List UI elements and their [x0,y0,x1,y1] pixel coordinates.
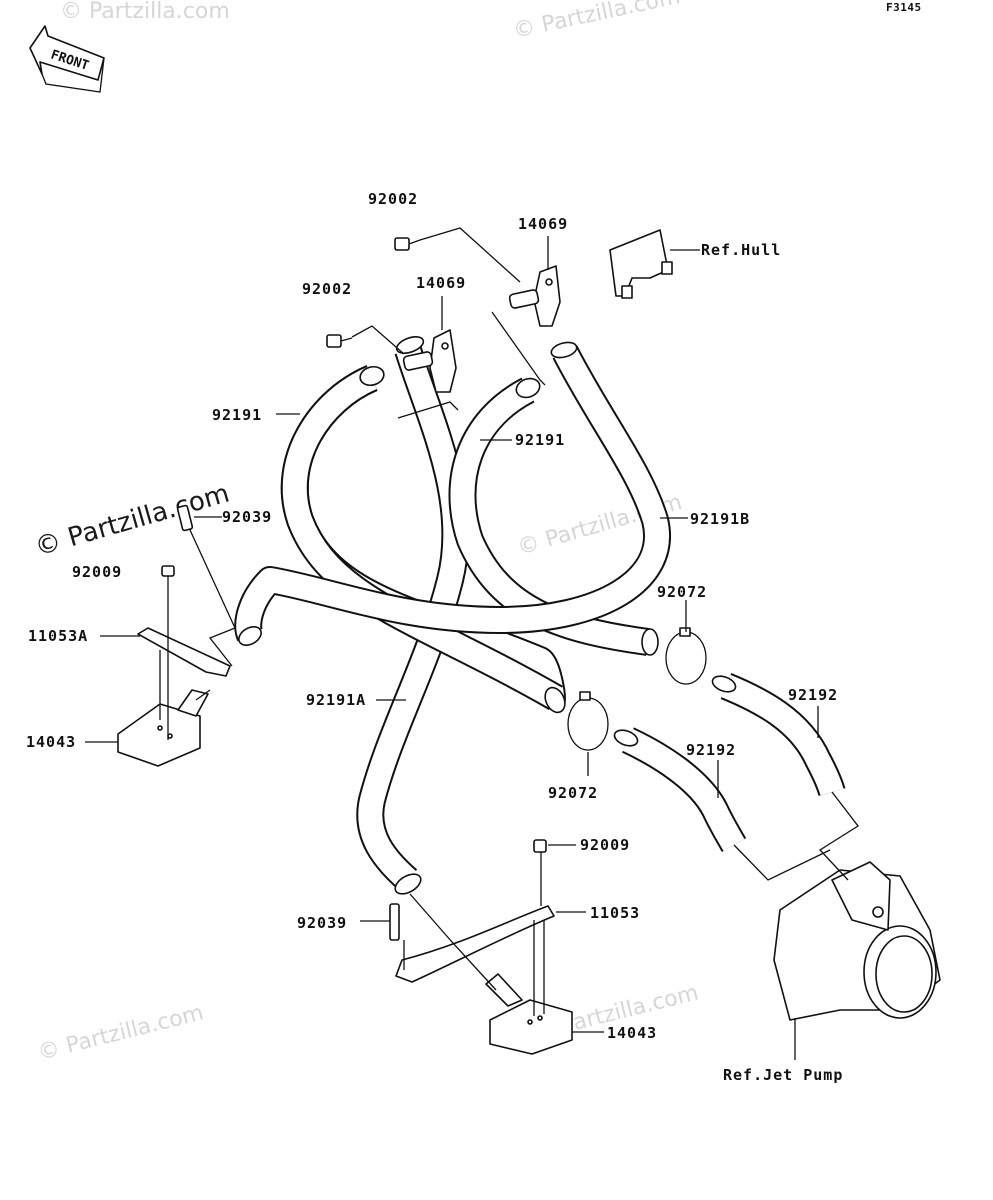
screw-92039-upper [176,504,194,532]
watermark-top-center: © Partzilla.com [511,0,682,44]
label-92191-mid[interactable]: 92191 [515,431,565,449]
jet-pump [773,861,941,1021]
label-92002-mid[interactable]: 92002 [302,280,352,298]
label-92002-top[interactable]: 92002 [368,190,418,208]
label-92191A[interactable]: 92191A [306,691,366,709]
screw-92009-upper [161,565,175,577]
strainer-14043-lower [485,973,573,1055]
label-92192-right[interactable]: 92192 [788,686,838,704]
label-14043-lower[interactable]: 14043 [607,1024,657,1042]
bolt-92002-middle [326,334,353,348]
hose-92192-left [613,727,747,852]
label-11053A[interactable]: 11053A [28,627,88,645]
figure-code: F3145 [886,1,922,14]
label-ref-hull: Ref.Hull [701,241,781,259]
clamp-92072-right [665,627,707,685]
bracket-11053 [395,905,555,983]
bolt-92002-upper [394,237,421,251]
hose-92192-right [711,673,846,797]
label-14069-top[interactable]: 14069 [518,215,568,233]
label-92191-left[interactable]: 92191 [212,406,262,424]
label-92039-upper[interactable]: 92039 [222,508,272,526]
bracket-11053A [137,627,231,677]
label-ref-jet-pump: Ref.Jet Pump [723,1066,843,1084]
fitting-14069-middle [402,329,457,393]
hose-92191-left [280,365,567,714]
watermark-main: © Partzilla.com [32,479,233,563]
screw-92039-lower [389,903,400,941]
label-92072-right[interactable]: 92072 [657,583,707,601]
label-92191B[interactable]: 92191B [690,510,750,528]
label-14043-left[interactable]: 14043 [26,733,76,751]
label-92039-lower[interactable]: 92039 [297,914,347,932]
label-92072-center[interactable]: 92072 [548,784,598,802]
label-11053[interactable]: 11053 [590,904,640,922]
screw-92009-lower [533,839,547,853]
leader-lines [85,227,859,1060]
hose-92191A [356,336,470,895]
hose-92191-mid [448,377,659,656]
label-92009-upper[interactable]: 92009 [72,563,122,581]
hose-92191B [234,341,671,646]
clamp-92072-center [567,691,609,751]
watermark-bottom-left: © Partzilla.com [35,1000,206,1065]
fitting-14069-upper [508,265,561,327]
hull-bracket [609,229,673,299]
strainer-14043-left [117,689,209,767]
label-14069-mid[interactable]: 14069 [416,274,466,292]
watermark-top-left: © Partzilla.com [60,0,230,24]
front-arrow-icon: FRONT [29,25,105,93]
label-92192-left[interactable]: 92192 [686,741,736,759]
label-92009-lower[interactable]: 92009 [580,836,630,854]
